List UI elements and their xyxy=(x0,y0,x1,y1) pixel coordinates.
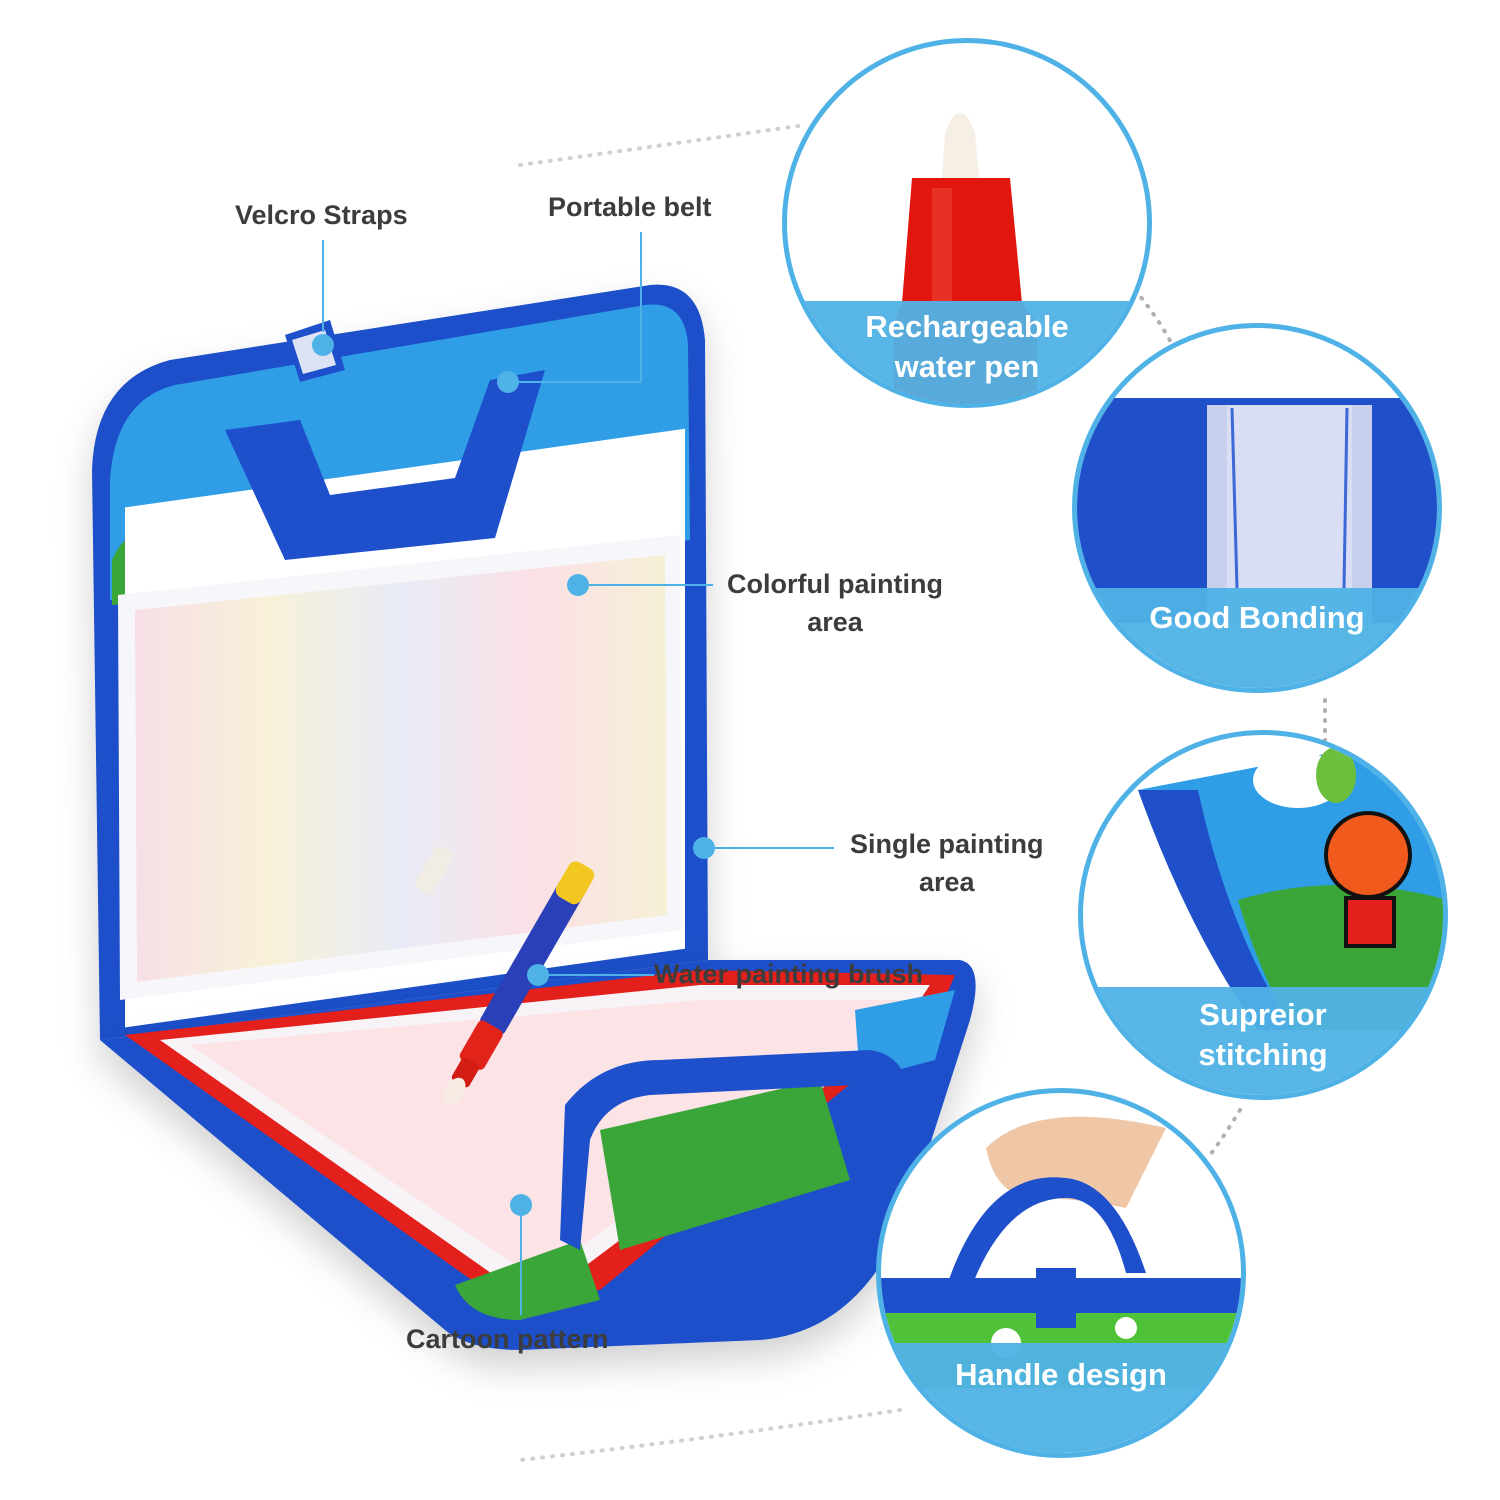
feature-band-stitching: Supreior stitching xyxy=(1083,987,1443,1095)
label-single-line1: Single painting xyxy=(850,829,1044,859)
label-water-painting-brush: Water painting brush xyxy=(654,959,923,989)
label-portable-belt: Portable belt xyxy=(548,192,712,222)
leader-line-water-brush xyxy=(538,974,654,976)
velcro-closeup xyxy=(1077,398,1437,625)
leader-line-velcro xyxy=(322,240,324,332)
feature-circle-stitching: Supreior stitching xyxy=(1078,730,1448,1100)
leader-line-single-area xyxy=(704,847,834,849)
label-colorful-line1: Colorful painting xyxy=(727,569,943,599)
leader-line-belt xyxy=(640,232,642,382)
feature-band-bonding: Good Bonding xyxy=(1077,588,1437,688)
feature-stitching-line1: Supreior xyxy=(1199,997,1327,1032)
marker-dot-velcro xyxy=(312,334,334,356)
feature-band-handle: Handle design xyxy=(881,1343,1241,1453)
leader-line-cartoon xyxy=(520,1205,522,1315)
feature-pen-line2: water pen xyxy=(894,349,1040,384)
feature-stitching-line2: stitching xyxy=(1198,1037,1328,1072)
label-cartoon-pattern: Cartoon pattern xyxy=(406,1324,609,1354)
feature-handle-line1: Handle design xyxy=(955,1357,1167,1392)
leader-line-belt-h xyxy=(508,381,642,383)
label-colorful-painting-area: Colorful painting area xyxy=(727,565,943,641)
label-single-painting-area: Single painting area xyxy=(850,825,1044,901)
feature-band-pen: Rechargeable water pen xyxy=(787,301,1147,403)
leader-line-colorful-area xyxy=(578,584,713,586)
label-velcro-straps: Velcro Straps xyxy=(235,200,408,230)
feature-bonding-line1: Good Bonding xyxy=(1149,600,1365,635)
feature-circle-bonding: Good Bonding xyxy=(1072,323,1442,693)
label-single-line2: area xyxy=(918,867,975,897)
label-colorful-line2: area xyxy=(807,607,863,637)
feature-circle-handle: Handle design xyxy=(876,1088,1246,1458)
feature-circle-pen: Rechargeable water pen xyxy=(782,38,1152,408)
marker-dot-belt xyxy=(497,371,519,393)
feature-pen-line1: Rechargeable xyxy=(865,309,1069,344)
